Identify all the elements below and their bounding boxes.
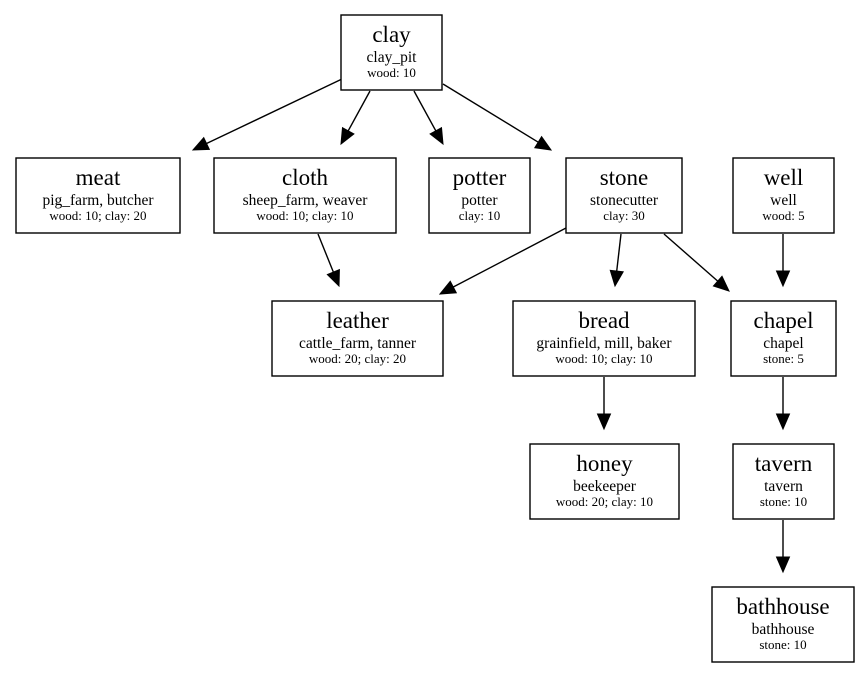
edge-line xyxy=(442,83,539,143)
node-box xyxy=(340,14,443,91)
node-cost: wood: 20; clay: 10 xyxy=(556,494,653,509)
arrowhead-icon xyxy=(609,269,624,288)
node-box xyxy=(15,157,181,234)
node-buildings: pig_farm, butcher xyxy=(42,192,154,209)
node-cost: stone: 5 xyxy=(763,351,804,366)
node-cost: wood: 10 xyxy=(367,65,416,80)
node-cost: wood: 20; clay: 20 xyxy=(309,351,406,366)
node-box xyxy=(711,586,855,663)
node-buildings: tavern xyxy=(764,478,803,495)
node-buildings: grainfield, mill, baker xyxy=(536,335,672,352)
node-cost: clay: 30 xyxy=(603,208,645,223)
node-buildings: sheep_farm, weaver xyxy=(243,192,369,209)
node-box xyxy=(271,300,444,377)
edge-clay-to-meat xyxy=(191,78,343,151)
arrowhead-icon xyxy=(340,126,355,146)
edge-well-to-chapel xyxy=(775,234,791,288)
node-box xyxy=(565,157,683,234)
node-buildings: stonecutter xyxy=(590,192,659,209)
edge-tavern-to-bathhouse xyxy=(775,520,791,574)
node-title: cloth xyxy=(282,165,328,190)
edge-stone-to-bread xyxy=(609,233,624,288)
node-box xyxy=(730,300,837,377)
edge-line xyxy=(452,227,567,288)
node-title: tavern xyxy=(755,451,813,476)
node-cost: clay: 10 xyxy=(459,208,501,223)
edge-clay-to-potter xyxy=(413,90,444,146)
node-buildings: beekeeper xyxy=(573,478,637,495)
node-box xyxy=(512,300,696,377)
edge-line xyxy=(663,233,719,282)
arrowhead-icon xyxy=(775,413,791,431)
edge-bread-to-honey xyxy=(596,377,612,431)
edge-line xyxy=(206,78,343,145)
arrowhead-icon xyxy=(775,270,791,288)
node-title: clay xyxy=(372,22,411,47)
node-title: potter xyxy=(453,165,507,190)
arrowhead-icon xyxy=(326,268,340,288)
node-box xyxy=(529,443,680,520)
node-title: bread xyxy=(578,308,630,333)
node-title: chapel xyxy=(753,308,813,333)
node-buildings: potter xyxy=(461,192,498,209)
node-buildings: cattle_farm, tanner xyxy=(299,335,417,352)
node-box xyxy=(428,157,531,234)
edge-clay-to-cloth xyxy=(340,90,371,146)
node-title: leather xyxy=(326,308,389,333)
arrowhead-icon xyxy=(596,413,612,431)
edge-line xyxy=(347,90,371,132)
node-buildings: well xyxy=(770,192,797,209)
node-buildings: clay_pit xyxy=(367,49,418,66)
node-box xyxy=(213,157,397,234)
edge-clay-to-stone xyxy=(442,83,553,151)
node-title: honey xyxy=(576,451,633,476)
edges-layer xyxy=(191,78,791,574)
node-cost: wood: 5 xyxy=(762,208,804,223)
node-box xyxy=(732,443,835,520)
arrowhead-icon xyxy=(429,126,444,146)
node-title: meat xyxy=(76,165,121,190)
edge-stone-to-leather xyxy=(438,227,567,295)
node-buildings: chapel xyxy=(763,335,803,352)
node-title: well xyxy=(764,165,804,190)
node-cost: wood: 10; clay: 20 xyxy=(49,208,146,223)
node-cost: stone: 10 xyxy=(759,637,806,652)
node-cost: wood: 10; clay: 10 xyxy=(256,208,353,223)
arrowhead-icon xyxy=(533,135,553,151)
edge-line xyxy=(317,233,335,273)
node-title: bathhouse xyxy=(736,594,829,619)
edge-stone-to-chapel xyxy=(663,233,730,292)
node-buildings: bathhouse xyxy=(752,621,815,638)
node-cost: stone: 10 xyxy=(760,494,807,509)
node-title: stone xyxy=(600,165,649,190)
node-box xyxy=(732,157,835,234)
edge-chapel-to-tavern xyxy=(775,377,791,431)
edge-line xyxy=(616,233,622,272)
arrowhead-icon xyxy=(775,556,791,574)
edge-line xyxy=(413,90,437,132)
node-cost: wood: 10; clay: 10 xyxy=(555,351,652,366)
arrowhead-icon xyxy=(712,275,730,292)
edge-cloth-to-leather xyxy=(317,233,340,288)
arrowhead-icon xyxy=(438,280,458,295)
arrowhead-icon xyxy=(191,136,211,151)
